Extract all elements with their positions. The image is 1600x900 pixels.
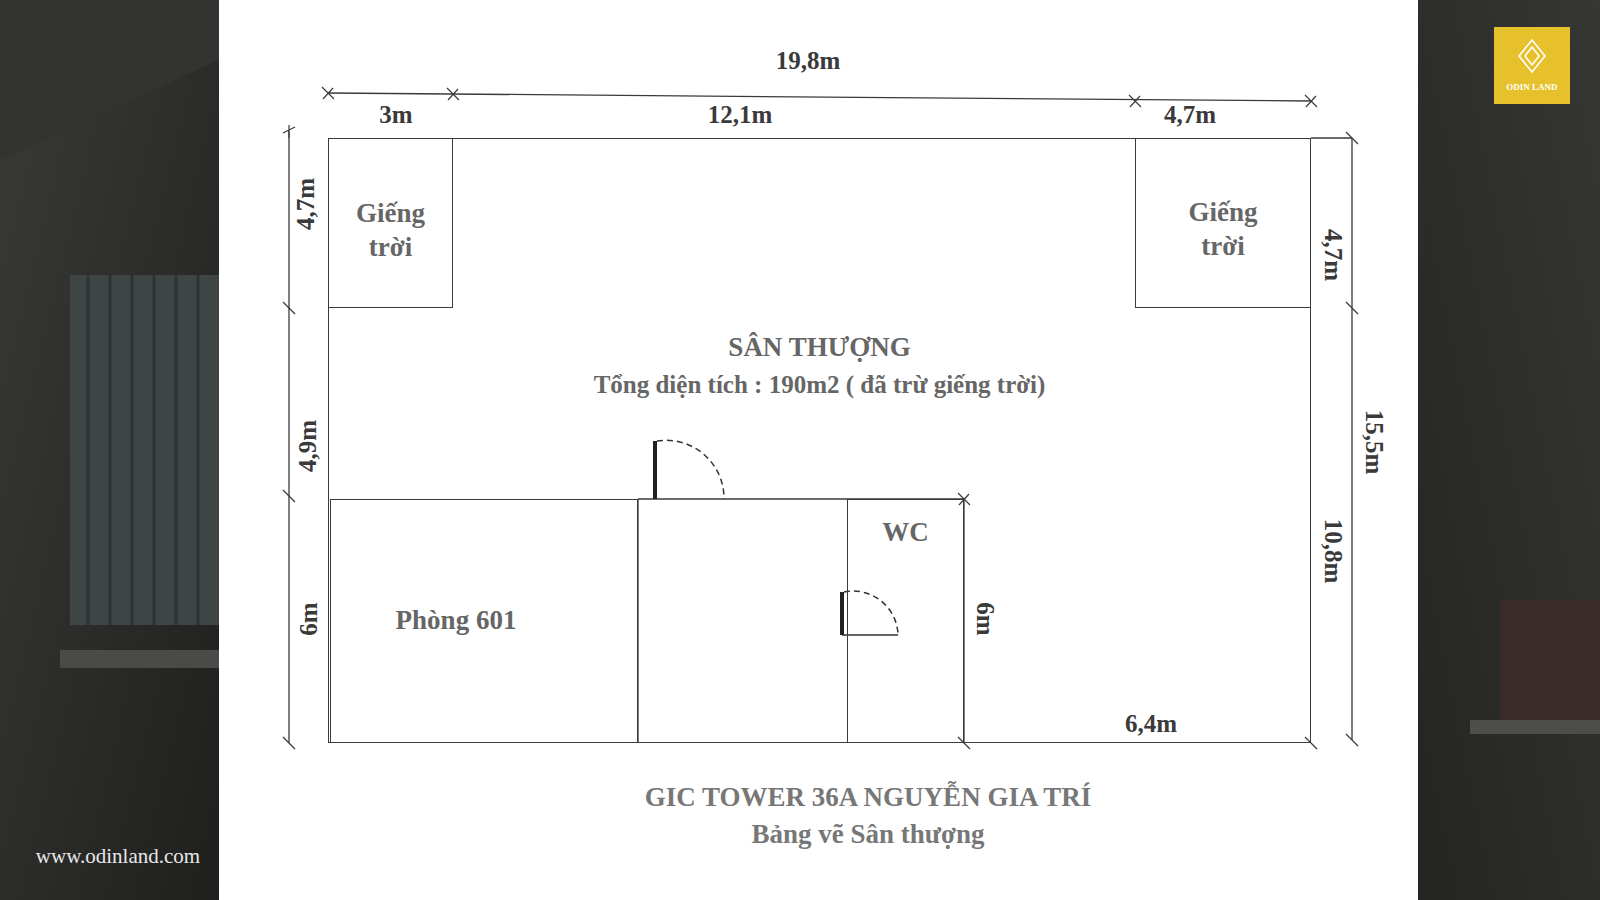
door-symbol bbox=[655, 440, 898, 635]
dimension-label: 15,5m bbox=[1360, 410, 1388, 475]
dimension-label: 3m bbox=[379, 101, 412, 129]
room-box: Phòng 601 bbox=[330, 499, 638, 743]
logo-icon bbox=[1519, 40, 1545, 72]
logo-box bbox=[1494, 27, 1570, 104]
blind-slats bbox=[88, 275, 198, 625]
skylight-box: Giếng trời bbox=[1135, 138, 1311, 308]
node-heading: WC bbox=[882, 516, 929, 550]
wc-box: WC bbox=[847, 499, 964, 743]
dimension-label: 4,7m bbox=[292, 178, 320, 230]
desk bbox=[1470, 720, 1600, 734]
node-note: Tổng diện tích : 190m2 ( đã trừ giếng tr… bbox=[329, 369, 1310, 400]
dimension-label: 6m bbox=[971, 602, 999, 635]
node-heading: Giếng trời bbox=[345, 197, 437, 265]
desk bbox=[60, 650, 219, 668]
node-heading: Giếng trời bbox=[1177, 196, 1269, 264]
ceiling bbox=[0, 0, 219, 160]
watermark: www.odinland.com bbox=[36, 845, 200, 868]
chair bbox=[1500, 600, 1600, 720]
drawing-panel bbox=[219, 0, 1418, 900]
dimension-label: 19,8m bbox=[776, 47, 841, 75]
dimension-label: 4,7m bbox=[1164, 101, 1216, 129]
node-heading: SÂN THƯỢNG bbox=[329, 331, 1310, 365]
photo-left bbox=[0, 0, 219, 900]
diagram-caption: Bảng vẽ Sân thượng bbox=[468, 818, 1268, 850]
dimension-ticks bbox=[283, 87, 1358, 749]
photo-right bbox=[1418, 0, 1600, 900]
logo-text: ODIN LAND bbox=[1506, 83, 1557, 93]
node-heading: Phòng 601 bbox=[396, 604, 517, 638]
window-blinds bbox=[70, 275, 219, 625]
diagram-title: GIC TOWER 36A NGUYỄN GIA TRÍ bbox=[468, 781, 1268, 813]
dimension-label: 4,7m bbox=[1319, 229, 1347, 281]
dimension-label: 6,4m bbox=[1125, 710, 1177, 738]
dimension-label: 4,9m bbox=[294, 420, 322, 472]
dimension-label: 10,8m bbox=[1319, 519, 1347, 584]
terrace-area: SÂN THƯỢNG Tổng diện tích : 190m2 ( đã tr… bbox=[328, 138, 1311, 743]
dimension-lines bbox=[289, 93, 1352, 743]
skylight-box: Giếng trời bbox=[328, 138, 453, 308]
dimension-label: 6m bbox=[295, 602, 323, 635]
dimension-label: 12,1m bbox=[708, 101, 773, 129]
room-walls bbox=[638, 499, 964, 743]
